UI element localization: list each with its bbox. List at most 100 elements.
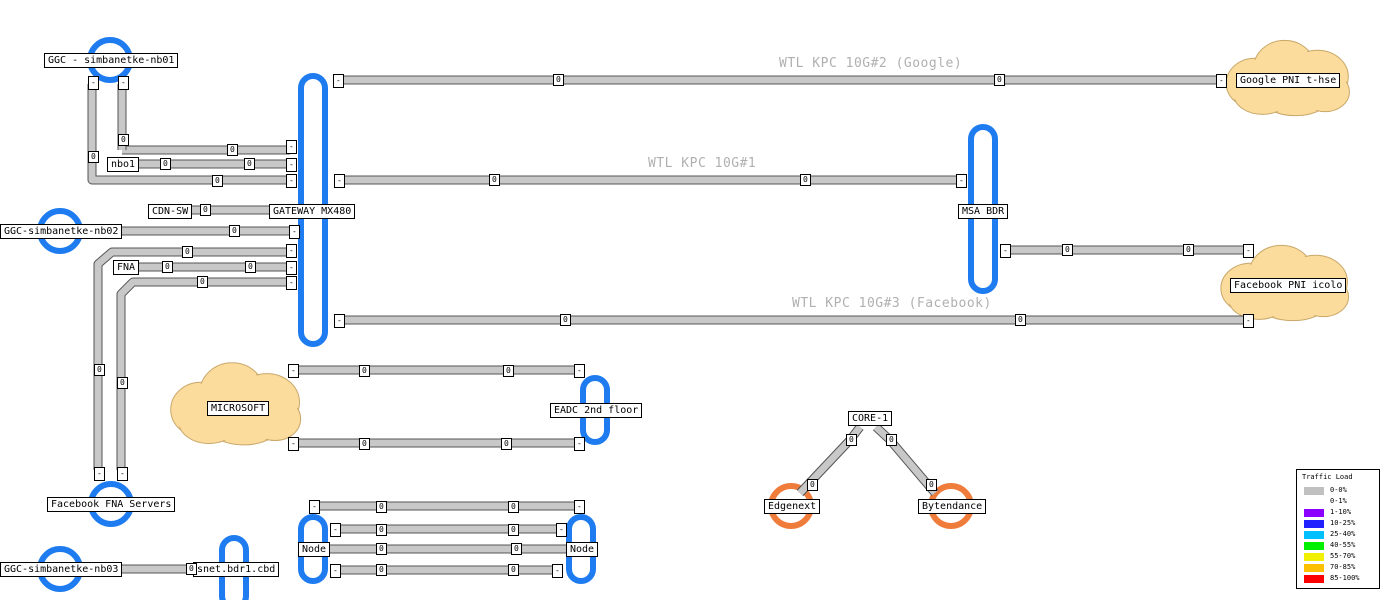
node-right[interactable]: Node: [566, 542, 599, 557]
legend-row: 40-55%: [1297, 540, 1379, 551]
node-edgenext[interactable]: Edgenext: [764, 499, 821, 514]
bandwidth-value[interactable]: 0: [508, 524, 519, 536]
bandwidth-value[interactable]: 0: [162, 261, 173, 273]
bandwidth-value[interactable]: 0: [508, 564, 519, 576]
node-microsoft[interactable]: MICROSOFT: [207, 401, 270, 416]
legend-label: 40-55%: [1330, 541, 1356, 549]
bandwidth-value[interactable]: 0: [94, 364, 105, 376]
node-snet-bdr1-cbd[interactable]: snet.bdr1.cbd: [193, 562, 280, 577]
bandwidth-end-marker[interactable]: -: [288, 364, 299, 378]
bandwidth-value[interactable]: 0: [359, 365, 370, 377]
bandwidth-end-marker[interactable]: -: [330, 523, 341, 537]
bandwidth-end-marker[interactable]: -: [1243, 244, 1254, 258]
bandwidth-end-marker[interactable]: -: [330, 564, 341, 578]
bandwidth-end-marker[interactable]: -: [286, 261, 297, 275]
bandwidth-end-marker[interactable]: -: [956, 174, 967, 188]
bandwidth-value[interactable]: 0: [359, 438, 370, 450]
legend-title: Traffic Load: [1302, 473, 1353, 481]
bandwidth-end-marker[interactable]: -: [288, 437, 299, 451]
bandwidth-end-marker[interactable]: -: [286, 174, 297, 188]
bandwidth-end-marker[interactable]: -: [552, 564, 563, 578]
node-left[interactable]: Node: [298, 542, 331, 557]
bandwidth-value[interactable]: 0: [886, 434, 897, 446]
bandwidth-value[interactable]: 0: [244, 158, 255, 170]
bandwidth-end-marker[interactable]: -: [286, 140, 297, 154]
bandwidth-end-marker[interactable]: -: [574, 500, 585, 514]
node-facebook-fna-servers[interactable]: Facebook FNA Servers: [47, 497, 176, 512]
bandwidth-value[interactable]: 0: [807, 479, 818, 491]
node-msa-bdr[interactable]: MSA BDR: [958, 204, 1009, 219]
bandwidth-value[interactable]: 0: [376, 501, 387, 513]
bandwidth-value[interactable]: 0: [88, 151, 99, 163]
node-bytendance[interactable]: Bytendance: [918, 499, 987, 514]
bandwidth-value[interactable]: 0: [846, 434, 857, 446]
bandwidth-value[interactable]: 0: [560, 314, 571, 326]
bandwidth-end-marker[interactable]: -: [118, 76, 129, 90]
node-ggc-nb02[interactable]: GGC-simbanetke-nb02: [0, 224, 123, 239]
bandwidth-value[interactable]: 0: [508, 501, 519, 513]
node-cdn-sw[interactable]: CDN-SW: [148, 204, 193, 219]
bandwidth-end-marker[interactable]: -: [94, 467, 105, 481]
link-label-wtl-facebook[interactable]: WTL KPC 10G#3 (Facebook): [792, 296, 992, 311]
legend-row: 85-100%: [1297, 573, 1379, 584]
bandwidth-value[interactable]: 0: [553, 74, 564, 86]
bandwidth-value[interactable]: 0: [182, 246, 193, 258]
bandwidth-value[interactable]: 0: [212, 175, 223, 187]
bandwidth-value[interactable]: 0: [1062, 244, 1073, 256]
bandwidth-end-marker[interactable]: -: [117, 467, 128, 481]
bandwidth-value[interactable]: 0: [800, 174, 811, 186]
bandwidth-value[interactable]: 0: [376, 564, 387, 576]
bandwidth-end-marker[interactable]: -: [286, 276, 297, 290]
bandwidth-value[interactable]: 0: [994, 74, 1005, 86]
bandwidth-value[interactable]: 0: [376, 524, 387, 536]
bandwidth-end-marker[interactable]: -: [333, 74, 344, 88]
node-google-pni[interactable]: Google PNI t-hse: [1236, 73, 1341, 88]
bandwidth-value[interactable]: 0: [197, 276, 208, 288]
bandwidth-end-marker[interactable]: -: [286, 158, 297, 172]
link-label-wtl-1[interactable]: WTL KPC 10G#1: [648, 156, 757, 171]
bandwidth-value[interactable]: 0: [489, 174, 500, 186]
node-ggc-nb03[interactable]: GGC-simbanetke-nb03: [0, 562, 123, 577]
bandwidth-value[interactable]: 0: [117, 377, 128, 389]
bandwidth-value[interactable]: 0: [118, 134, 129, 146]
bandwidth-value[interactable]: 0: [200, 204, 211, 216]
bandwidth-value[interactable]: 0: [376, 543, 387, 555]
bandwidth-value[interactable]: 0: [501, 438, 512, 450]
bandwidth-end-marker[interactable]: -: [286, 244, 297, 258]
node-gateway-mx480[interactable]: GATEWAY MX480: [269, 204, 356, 219]
bandwidth-value[interactable]: 0: [1183, 244, 1194, 256]
bandwidth-value[interactable]: 0: [227, 144, 238, 156]
node-facebook-pni[interactable]: Facebook PNI icolo: [1230, 278, 1347, 293]
bandwidth-end-marker[interactable]: -: [309, 500, 320, 514]
bandwidth-end-marker[interactable]: -: [334, 314, 345, 328]
bandwidth-end-marker[interactable]: -: [289, 225, 300, 239]
node-ggc-nb01[interactable]: GGC - simbanetke-nb01: [44, 53, 179, 68]
bandwidth-value[interactable]: 0: [1015, 314, 1026, 326]
bandwidth-end-marker[interactable]: -: [1243, 314, 1254, 328]
bandwidth-value[interactable]: 0: [503, 365, 514, 377]
bandwidth-end-marker[interactable]: -: [88, 76, 99, 90]
bandwidth-value[interactable]: 0: [926, 479, 937, 491]
bandwidth-value[interactable]: 0: [186, 563, 197, 575]
bandwidth-end-marker[interactable]: -: [1216, 74, 1227, 88]
bandwidth-end-marker[interactable]: -: [1000, 244, 1011, 258]
link-nb01-gateway-fill: [88, 84, 290, 184]
bandwidth-value[interactable]: 0: [511, 543, 522, 555]
bandwidth-value[interactable]: 0: [160, 158, 171, 170]
bandwidth-end-marker[interactable]: -: [574, 364, 585, 378]
node-eadc-2nd-floor[interactable]: EADC 2nd floor: [550, 403, 643, 418]
bandwidth-end-marker[interactable]: -: [556, 523, 567, 537]
bandwidth-value[interactable]: 0: [229, 225, 240, 237]
legend-swatch: [1304, 541, 1324, 550]
node-core-1[interactable]: CORE-1: [848, 411, 893, 426]
node-fna[interactable]: FNA: [113, 260, 140, 275]
bandwidth-value[interactable]: 0: [245, 261, 256, 273]
legend-label: 10-25%: [1330, 519, 1356, 527]
link-label-wtl-google[interactable]: WTL KPC 10G#2 (Google): [779, 56, 963, 71]
node-nbo1[interactable]: nbo1: [107, 157, 140, 172]
traffic-load-legend: Traffic Load 0-0%0-1%1-10%10-25%25-40%40…: [1296, 469, 1380, 589]
bandwidth-end-marker[interactable]: -: [574, 437, 585, 451]
bandwidth-end-marker[interactable]: -: [334, 174, 345, 188]
legend-row: 25-40%: [1297, 529, 1379, 540]
legend-swatch: [1304, 552, 1324, 561]
